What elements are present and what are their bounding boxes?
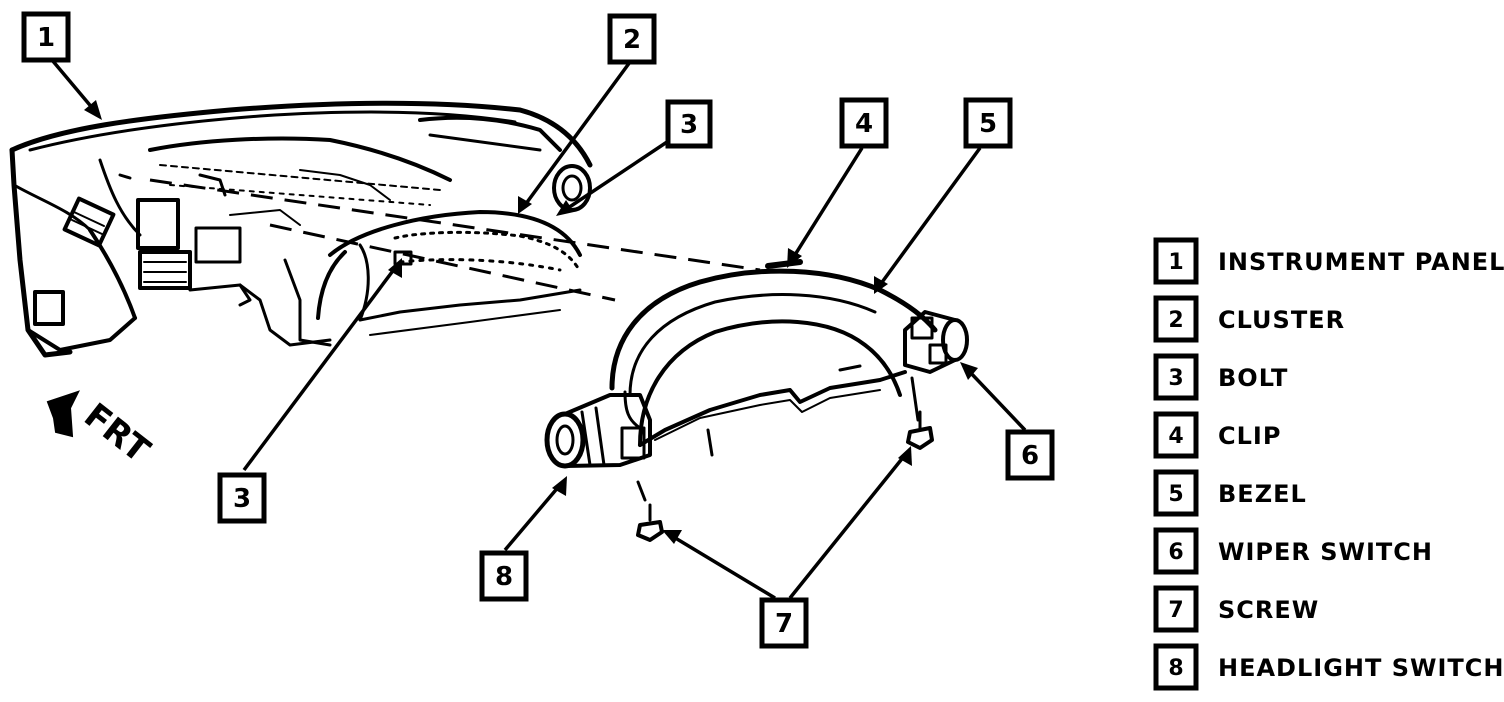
- callout-2-number: 2: [623, 25, 641, 55]
- legend-number-6: 6: [1168, 540, 1183, 565]
- legend-label-7: SCREW: [1218, 596, 1319, 624]
- callout-3-lower-number: 3: [233, 484, 251, 514]
- legend-label-2: CLUSTER: [1218, 306, 1345, 334]
- callout-8-number: 8: [495, 562, 513, 592]
- callout-1-number: 1: [37, 23, 55, 53]
- screw-left-drawing: [636, 503, 664, 542]
- legend-number-3: 3: [1168, 366, 1183, 391]
- callout-6: 6: [1005, 429, 1055, 481]
- callout-3-upper-number: 3: [680, 110, 698, 140]
- legend-number-4: 4: [1168, 424, 1183, 449]
- legend-label-6: WIPER SWITCH: [1218, 538, 1433, 566]
- legend-item-7: 7 SCREW: [1153, 585, 1319, 633]
- legend-item-6: 6 WIPER SWITCH: [1153, 527, 1433, 575]
- callout-4: 4: [839, 97, 889, 149]
- legend-label-5: BEZEL: [1218, 480, 1307, 508]
- callout-2: 2: [607, 13, 657, 65]
- callout-1: 1: [21, 11, 71, 63]
- callout-5-number: 5: [979, 109, 997, 139]
- legend-item-4: 4 CLIP: [1153, 411, 1281, 459]
- leader-lines: [50, 58, 1027, 600]
- alignment-lines: [149, 178, 761, 302]
- instrument-panel-drawing: [9, 100, 593, 358]
- legend-number-8: 8: [1168, 656, 1183, 681]
- callout-6-number: 6: [1021, 441, 1039, 471]
- bezel-drawing: [544, 259, 969, 502]
- legend-item-8: 8 HEADLIGHT SWITCH: [1153, 643, 1504, 691]
- callout-5: 5: [963, 97, 1013, 149]
- legend-label-1: INSTRUMENT PANEL: [1218, 248, 1504, 276]
- legend-item-1: 1 INSTRUMENT PANEL: [1153, 237, 1504, 285]
- callout-7-number: 7: [775, 609, 793, 639]
- callout-8: 8: [479, 550, 529, 602]
- legend-number-2: 2: [1168, 308, 1183, 333]
- legend: 1 INSTRUMENT PANEL 2 CLUSTER 3 BOLT 4 CL…: [1153, 237, 1504, 691]
- legend-number-1: 1: [1168, 250, 1183, 275]
- legend-item-5: 5 BEZEL: [1153, 469, 1307, 517]
- legend-number-5: 5: [1168, 482, 1183, 507]
- callout-7: 7: [759, 597, 809, 649]
- front-arrow-icon: [46, 390, 80, 438]
- legend-label-8: HEADLIGHT SWITCH: [1218, 654, 1504, 682]
- legend-item-2: 2 CLUSTER: [1153, 295, 1345, 343]
- callout-4-number: 4: [855, 109, 873, 139]
- legend-item-3: 3 BOLT: [1153, 353, 1288, 401]
- legend-number-7: 7: [1168, 598, 1183, 623]
- front-label: FRT: [76, 396, 157, 472]
- front-direction-indicator: FRT: [46, 390, 158, 472]
- callout-3-lower: 3: [217, 472, 267, 524]
- callout-3-upper: 3: [665, 99, 713, 149]
- legend-label-3: BOLT: [1218, 364, 1288, 392]
- legend-label-4: CLIP: [1218, 422, 1281, 450]
- screw-right-drawing: [906, 410, 934, 450]
